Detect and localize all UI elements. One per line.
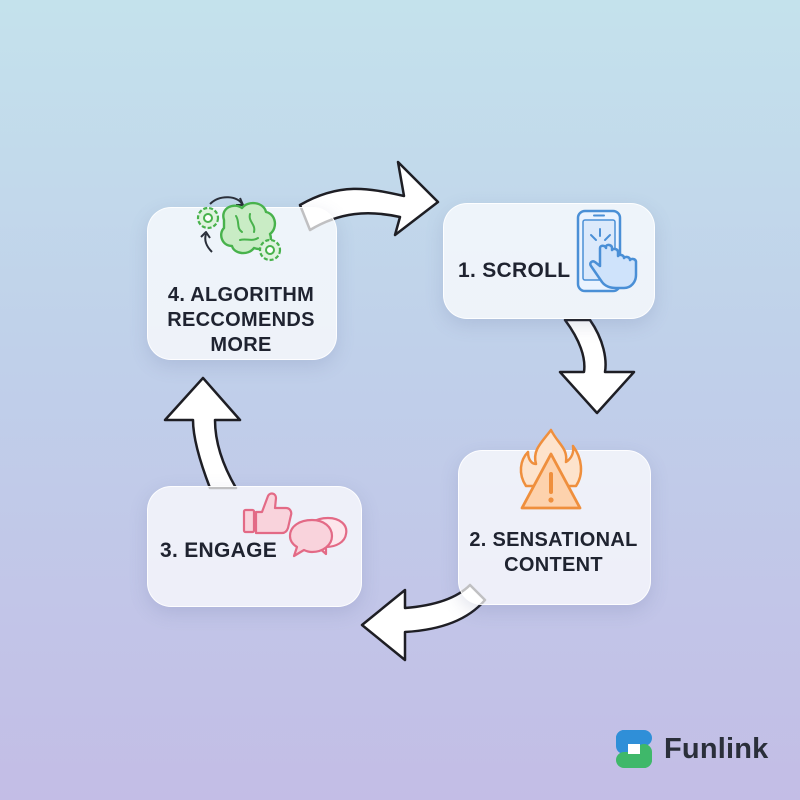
like-comment-icon bbox=[242, 492, 348, 558]
step-label-engage: 3. ENGAGE bbox=[160, 539, 278, 562]
step-label-sensational-line1: 2. SENSATIONAL bbox=[469, 529, 638, 551]
step-label-sensational-line2: CONTENT bbox=[504, 554, 603, 576]
step-label-algorithm-line2: RECCOMENDS bbox=[167, 309, 315, 331]
phone-tap-icon bbox=[576, 209, 638, 293]
step-label-algorithm-line1: 4. ALGORITHM bbox=[167, 284, 315, 306]
step-label-algorithm: 4. ALGORITHM RECCOMENDS MORE bbox=[147, 283, 335, 358]
brand-name: Funlink bbox=[664, 732, 769, 765]
brand: Funlink bbox=[614, 726, 784, 772]
arrow-sensational-to-engage bbox=[360, 583, 487, 662]
arrow-algorithm-to-scroll bbox=[298, 160, 440, 237]
funlink-logo-icon bbox=[616, 730, 652, 768]
arrow-engage-to-algorithm bbox=[163, 376, 242, 490]
arrow-scroll-to-sensational bbox=[558, 318, 636, 415]
fire-warning-icon bbox=[519, 428, 583, 510]
step-label-algorithm-line3: MORE bbox=[210, 334, 272, 356]
brain-gears-icon bbox=[196, 196, 282, 262]
step-label-sensational: 2. SENSATIONAL CONTENT bbox=[458, 528, 649, 578]
step-label-scroll: 1. SCROLL bbox=[458, 259, 571, 282]
